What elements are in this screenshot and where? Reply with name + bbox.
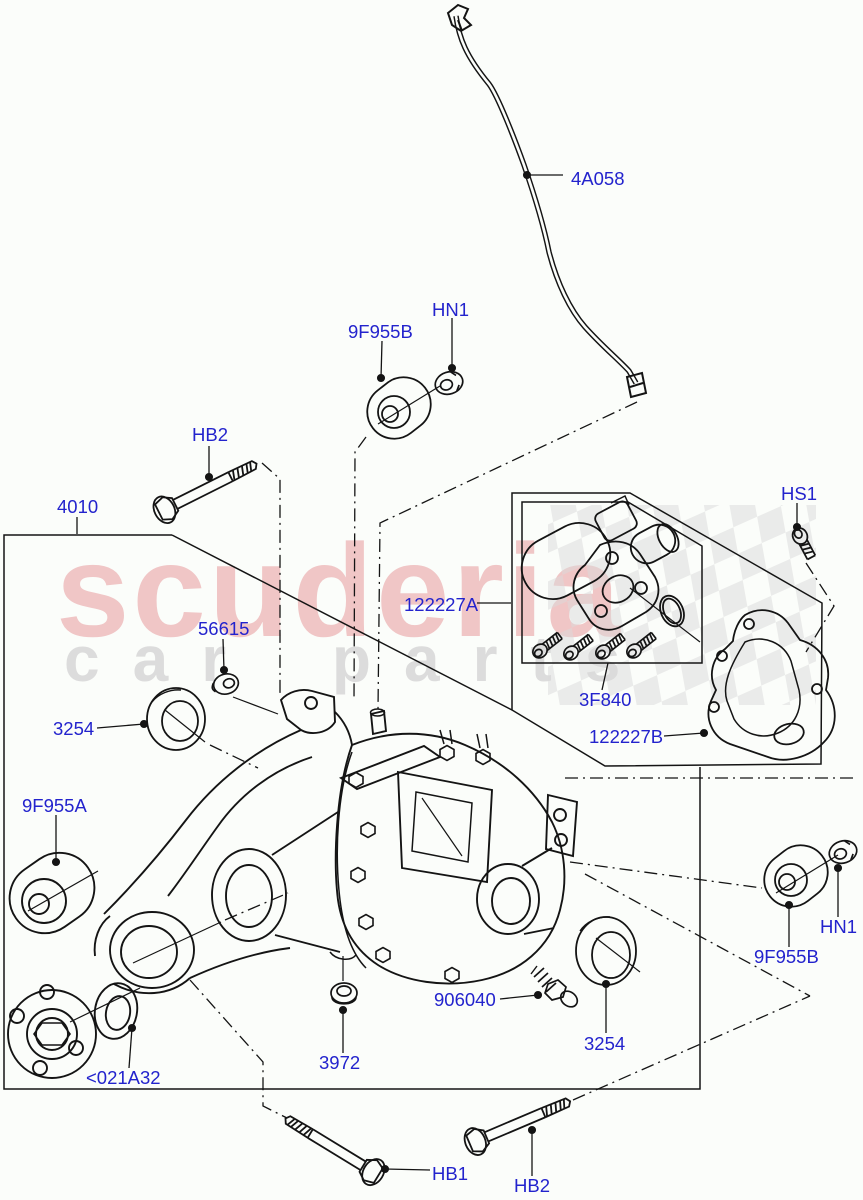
- drive-flange-drawing: [7, 982, 141, 1079]
- part-label-021a32[interactable]: <021A32: [86, 1067, 161, 1088]
- main-box-outline: [3, 534, 701, 1090]
- leader-lines: [51, 170, 843, 1176]
- part-label-hn1-top[interactable]: HN1: [432, 299, 470, 320]
- bushing-top-drawing: [366, 376, 441, 440]
- part-label-4010[interactable]: 4010: [57, 496, 99, 517]
- seal-left-drawing: [146, 687, 206, 751]
- part-label-3f840[interactable]: 3F840: [579, 689, 632, 710]
- part-label-56615[interactable]: 56615: [198, 618, 250, 639]
- watermark-subtitle: car parts: [64, 623, 654, 695]
- nut-top-drawing: [434, 370, 464, 396]
- watermark-brand: scuderia: [56, 517, 623, 664]
- actuator-cover-drawing: [707, 609, 836, 761]
- bushing-left-drawing: [8, 851, 99, 935]
- sensor-drawing: [530, 965, 579, 1008]
- part-label-hb2-top[interactable]: HB2: [192, 424, 228, 445]
- part-label-9f955b-right[interactable]: 9F955B: [754, 946, 819, 967]
- part-label-3254-left[interactable]: 3254: [53, 718, 95, 739]
- plug-drawing: [330, 956, 358, 1005]
- axis-lines: [189, 401, 856, 1119]
- breather-tube-drawing: [446, 3, 648, 399]
- seal-right-drawing: [575, 916, 641, 986]
- part-label-hs1[interactable]: HS1: [781, 483, 817, 504]
- nut-56615-axis: [232, 696, 279, 715]
- part-label-hb2-bottom[interactable]: HB2: [514, 1175, 550, 1196]
- inset-box-outline: [511, 492, 823, 767]
- part-label-4a058[interactable]: 4A058: [571, 168, 625, 189]
- part-label-122227a[interactable]: 122227A: [404, 594, 479, 615]
- part-label-hb1[interactable]: HB1: [432, 1163, 468, 1184]
- bolt-hb2-bottom-drawing: [459, 1087, 577, 1160]
- part-label-3254-right[interactable]: 3254: [584, 1033, 626, 1054]
- part-label-hn1-right[interactable]: HN1: [820, 916, 858, 937]
- actuator-motor-drawing: [520, 494, 701, 643]
- part-label-906040[interactable]: 906040: [434, 989, 496, 1010]
- bushing-right-drawing: [763, 844, 839, 908]
- bolt-hb1-drawing: [277, 1105, 391, 1191]
- part-label-3972[interactable]: 3972: [319, 1052, 361, 1073]
- bolt-top-drawing: [148, 450, 264, 528]
- nut-56615-drawing: [211, 672, 240, 696]
- part-label-122227b[interactable]: 122227B: [589, 726, 664, 747]
- nut-right-drawing: [828, 839, 858, 865]
- differential-housing-drawing: [93, 689, 579, 995]
- part-label-9f955a[interactable]: 9F955A: [22, 795, 87, 816]
- part-label-9f955b-top[interactable]: 9F955B: [348, 321, 413, 342]
